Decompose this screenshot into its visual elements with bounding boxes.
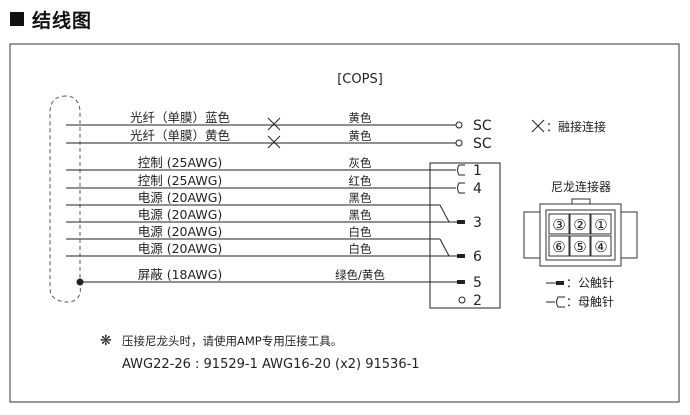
terminal-label: 2 [473,293,482,309]
male-pin-icon [556,281,564,285]
terminal-label: 4 [473,181,482,197]
connector-pin-number: ② [573,216,586,234]
shield-junction-dot [76,278,84,286]
male-pin-icon [457,220,465,224]
open-pin-icon [458,296,466,304]
wire-color: 黑色 [349,191,372,205]
wire-color: 红色 [349,174,372,188]
wire-row: 控制 (25AWG) 红色 4 [66,173,482,197]
splice-legend: ：融接连接 [531,119,606,134]
female-pin-label: ：母触针 [566,294,614,309]
wire-label: 电源 (20AWG) [138,190,223,205]
wire-label: 光纤（单膜）蓝色 [130,110,231,125]
fiber-end-icon [455,139,463,147]
fiber-end-icon [455,121,463,129]
connector-pin-number: ③ [552,216,565,234]
wire-label: 电源 (20AWG) [138,241,223,256]
wire-row: 控制 (25AWG) 灰色 1 [66,155,482,179]
wire-color: 白色 [349,242,372,256]
wire-color: 黄色 [349,111,372,125]
female-pin-icon [457,164,465,176]
splice-legend-label: ：融接连接 [546,119,606,134]
wire-row: 电源 (20AWG) 白色 [66,224,457,257]
male-pin-icon [457,280,465,284]
diagram-heading: 结线图 [10,6,92,32]
female-pin-icon [556,296,565,308]
connector-title: 尼龙连接器 [551,179,611,194]
connector-pin-number: ① [594,216,607,234]
terminal-label: 3 [473,215,482,231]
male-pin-icon [457,254,465,258]
connector-pin-number: ④ [594,238,607,256]
cable-bundle-outline [49,95,81,303]
wire-label: 控制 (25AWG) [138,155,223,170]
wire-label: 屏蔽 (18AWG) [138,267,223,282]
wire-row: 光纤（单膜）黄色 黄色 SC [66,128,492,152]
diagram-frame [9,43,680,403]
terminal-label: SC [473,136,492,152]
terminal-block [429,162,501,309]
connector-pin-cell [569,235,591,257]
wire-row: 电源 (20AWG) 黑色 3 [66,207,482,231]
note-line-1: 压接尼龙头时，请使用AMP专用压接工具。 [122,334,342,348]
connector-pin-number: ⑥ [552,238,565,256]
wire-row: 光纤（单膜）蓝色 黄色 SC [66,110,492,134]
wire-color: 绿色/黄色 [335,268,385,282]
heading-square-icon [10,12,24,26]
wire-label: 电源 (20AWG) [138,224,223,239]
note-mark-icon: ❋ [100,333,112,349]
connector-pin-number: ⑤ [573,238,586,256]
wire-label: 光纤（单膜）黄色 [130,128,231,143]
connector-pin-cell [590,235,612,257]
terminal-label: 1 [473,163,482,179]
terminal-label: 5 [473,275,482,291]
wire-label: 控制 (25AWG) [138,173,223,188]
terminal-label: SC [473,118,492,134]
terminal-label: 6 [473,249,482,265]
wire-label: 电源 (20AWG) [138,207,223,222]
male-pin-label: ：公触针 [566,275,614,290]
wire-row: 屏蔽 (18AWG) 绿色/黄色 5 [80,267,482,291]
wire-color: 白色 [349,225,372,239]
connector-pin-cell [548,235,570,257]
heading-title: 结线图 [32,9,93,32]
wire-row: 2 [458,293,482,309]
wire-color: 灰色 [349,156,372,170]
connector-pin-cell [590,213,612,235]
female-pin-icon [457,182,465,194]
note-line-2: AWG22-26 : 91529-1 AWG16-20 (x2) 91536-1 [122,357,420,372]
wire-row: 电源 (20AWG) 白色 6 [66,241,482,265]
wire-row: 电源 (20AWG) 黑色 [66,190,457,223]
pin-legend: ：公触针 ：母触针 [546,275,614,309]
connector-pin-cell [548,213,570,235]
cable-label: [COPS] [337,72,383,87]
connector-pin-cell [569,213,591,235]
wire-color: 黄色 [349,129,372,143]
wire-color: 黑色 [349,208,372,222]
